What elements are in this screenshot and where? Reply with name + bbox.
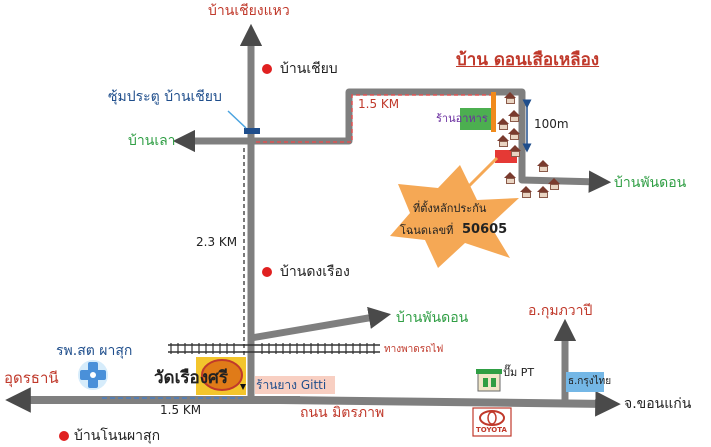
hospital-icon — [78, 360, 108, 390]
location-dot — [59, 431, 69, 441]
label-dist-top: 1.5 KM — [358, 97, 400, 111]
label-khon-kaen: จ.ขอนแก่น — [624, 396, 692, 412]
wat-emblem — [201, 359, 243, 391]
star-line1: ที่ตั้งหลักประกัน — [413, 202, 487, 215]
gate-marker — [244, 128, 260, 134]
road-mittraphap-east — [279, 391, 621, 417]
label-road-name: ถนน มิตรภาพ — [300, 405, 385, 421]
label-amphoe: อ.กุมภวาปี — [528, 303, 593, 319]
label-dist-100m: 100m — [534, 117, 569, 131]
house-icon — [508, 110, 521, 122]
gas-station-icon — [476, 369, 502, 392]
label-railway: ทางพาดรถไฟ — [384, 344, 444, 355]
label-ban-dong-rueang: บ้านดงเรือง — [280, 264, 350, 280]
star-line2-number: 50605 — [462, 222, 508, 237]
label-ban-non-pha-suk: บ้านโนนผาสุก — [74, 428, 161, 444]
label-ban-lao: บ้านเลา — [128, 133, 176, 149]
label-dist-vertical: 2.3 KM — [196, 235, 238, 249]
house-icon — [497, 135, 510, 147]
road-diagonal-phan-don — [250, 306, 392, 342]
route-dashed — [256, 94, 495, 143]
house-icon — [520, 186, 533, 198]
toyota-logo — [472, 407, 512, 437]
label-tire-shop: ร้านยาง Gitti — [256, 378, 327, 392]
label-ban-chiap: บ้านเชียบ — [280, 61, 338, 77]
label-restaurant: ร้านอาหาร — [436, 112, 488, 125]
label-gate: ซุ้มประตู บ้านเชียบ — [108, 89, 222, 105]
wat-arrow — [240, 384, 246, 390]
house-icon — [537, 186, 550, 198]
house-icon — [504, 92, 517, 104]
label-top-village: บ้านเชียงแหว — [208, 3, 290, 19]
location-dot — [262, 267, 272, 277]
star-line2-prefix: โฉนดเลขที่ — [400, 224, 454, 237]
road-loop-target — [251, 88, 612, 193]
railway-track — [168, 343, 380, 354]
house-icon — [508, 128, 521, 140]
location-dot — [262, 64, 272, 74]
restaurant-block — [460, 108, 493, 130]
label-pt-station: ปั๊ม PT — [503, 366, 535, 379]
label-toyota: TOYOTA — [476, 426, 507, 434]
house-icon — [504, 172, 517, 184]
label-udon-thani: อุดรธานี — [4, 369, 59, 387]
house-icon — [497, 118, 510, 130]
house-icon — [509, 145, 522, 157]
label-dist-bottom: 1.5 KM — [160, 403, 202, 417]
house-icon — [548, 178, 561, 190]
house-icon — [537, 160, 550, 172]
deed-star — [390, 165, 519, 268]
label-rph-sat: รพ.สต ผาสุก — [56, 343, 133, 359]
label-wat: วัดเรืองศรี — [154, 368, 228, 388]
restaurant-accent — [491, 92, 496, 132]
label-target-village: บ้าน ดอนเสือเหลือง — [456, 50, 600, 70]
label-ban-phan-don-right: บ้านพันดอน — [614, 175, 687, 191]
gate-pointer — [227, 110, 247, 129]
label-bank: ธ.กรุงไทย — [568, 376, 612, 387]
bank-box — [566, 372, 604, 392]
label-ban-phan-don-mid: บ้านพันดอน — [396, 310, 469, 326]
tire-shop-box — [255, 376, 335, 394]
